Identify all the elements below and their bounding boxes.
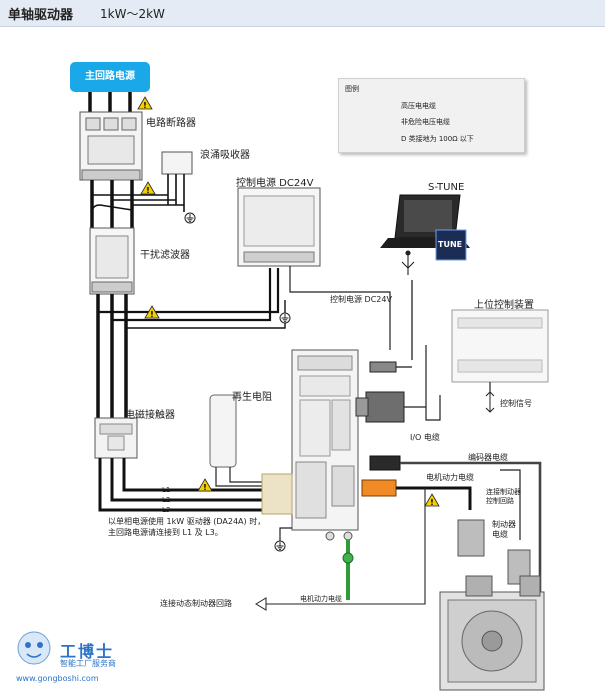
brand-name: 工博士 — [60, 642, 115, 661]
brake-cable-label: 制动器 电缆 — [492, 520, 516, 539]
breaker-to-filter — [90, 180, 184, 228]
usb-icon — [401, 250, 415, 275]
laptop — [380, 194, 470, 261]
l2-label: L2 — [162, 496, 171, 504]
warning-icon — [424, 493, 440, 508]
brand-url: www.gongboshi.com — [16, 674, 99, 683]
surge-absorber-label: 浪涌吸收器 — [200, 150, 250, 161]
contactor — [94, 417, 138, 459]
tune-logo-text: TUNE — [438, 240, 463, 249]
terminal-block — [261, 473, 293, 515]
filter-to-contactor — [96, 268, 286, 418]
motor-power-cable — [396, 486, 472, 510]
brand-logo — [17, 631, 51, 665]
arrow-icon — [485, 391, 495, 413]
single-phase-note-1: 以单相电源使用 1kW 驱动器 (DA24A) 时， — [108, 517, 266, 526]
ground-icon — [279, 312, 291, 324]
io-cable-label: I/O 电缆 — [410, 433, 440, 442]
brake-connector — [342, 552, 354, 564]
encoder-connector — [369, 455, 401, 471]
ground-icon — [184, 212, 196, 224]
io-cable-line — [425, 345, 491, 421]
circuit-breaker-label: 电路断路器 — [146, 118, 196, 129]
servo-driver — [291, 349, 359, 541]
servo-motor — [439, 575, 545, 691]
warning-icon — [137, 96, 153, 111]
single-phase-note-2: 主回路电源请连接到 L1 及 L3。 — [108, 528, 223, 537]
motor-power-cable-2-label: 电机动力电缆 — [300, 595, 342, 603]
encoder-cable-label: 编码器电缆 — [468, 453, 508, 462]
contactor-label: 电磁接触器 — [125, 410, 175, 421]
legend-high-voltage: 高压电电缆 — [401, 102, 436, 110]
dc24v-cable — [289, 266, 391, 350]
arrow-icon — [255, 597, 267, 611]
control-power-label: 控制电源 DC24V — [236, 178, 314, 189]
legend-non-hazard: 非危险电压电缆 — [401, 118, 450, 126]
dynamic-brake-label: 连接动态制动器回路 — [160, 599, 232, 608]
motor-power-connector — [361, 479, 397, 497]
motor-power-cable-label: 电机动力电缆 — [426, 473, 474, 482]
noise-filter-label: 干扰滤波器 — [140, 250, 190, 261]
legend: 图例 高压电电缆 非危险电压电缆 D 类接地为 100Ω 以下 — [338, 78, 525, 153]
host-controller — [451, 309, 549, 383]
power-rating: 1kW～2kW — [100, 7, 165, 21]
encoder-cable — [400, 461, 542, 600]
host-controller-label: 上位控制装置 — [474, 300, 534, 311]
noise-filter — [89, 227, 135, 295]
main-power-supply: 主回路电源 — [70, 62, 150, 92]
warning-icon — [140, 181, 156, 196]
regen-resistor-label: 再生电阻 — [232, 392, 272, 403]
ground-icon — [274, 540, 286, 552]
control-signal-label: 控制信号 — [500, 399, 532, 408]
usb-connector — [369, 361, 397, 373]
l3-label: L3 — [162, 506, 171, 514]
control-power-supply — [237, 187, 321, 267]
l-lines — [98, 458, 292, 512]
io-connector — [355, 391, 426, 423]
control-power-cable-label: 控制电源 DC24V — [330, 295, 392, 304]
warning-icon — [197, 478, 213, 493]
legend-title: 图例 — [345, 85, 359, 93]
regen-resistor — [209, 394, 237, 478]
legend-ground: D 类接地为 100Ω 以下 — [401, 135, 474, 143]
page-header: 单轴驱动器 1kW～2kW — [0, 0, 605, 27]
brand-tagline: 智能工厂服务商 — [60, 659, 116, 668]
brake-control-label: 连接制动器 控制回路 — [486, 488, 521, 505]
surge-absorber — [161, 151, 193, 212]
mains-cables — [88, 92, 132, 112]
s-tune-label: S-TUNE — [428, 182, 465, 193]
circuit-breaker — [79, 111, 143, 181]
l1-label: L1 — [162, 486, 171, 494]
page-title: 单轴驱动器 — [8, 8, 74, 23]
